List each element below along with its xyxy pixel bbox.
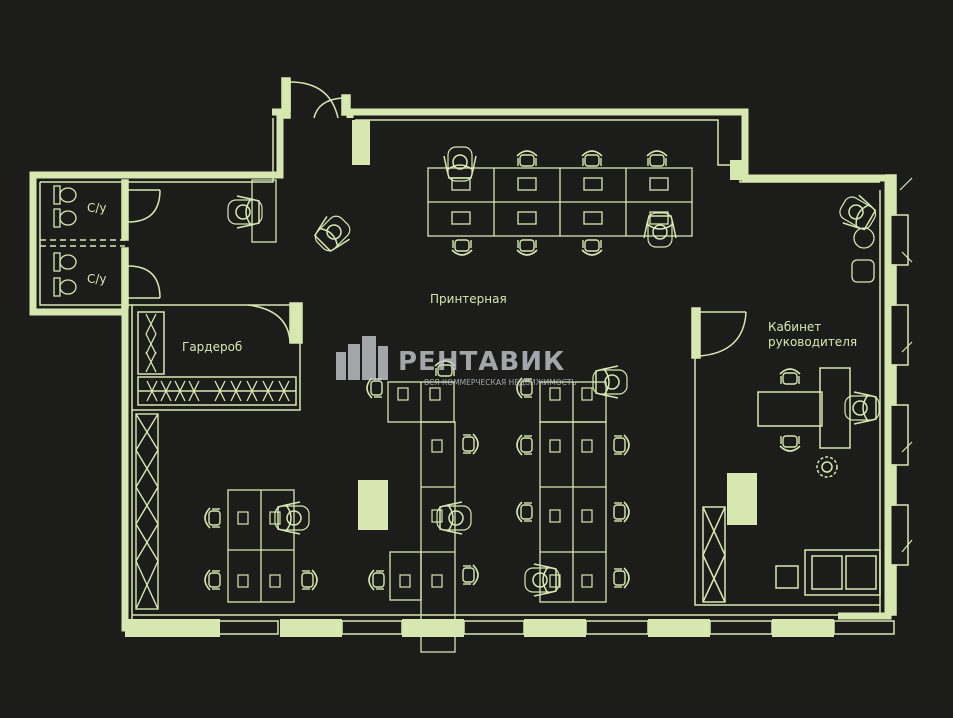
entrance-desk [227, 179, 357, 258]
wardrobe-label: Гардероб [182, 340, 242, 354]
room-labels: С/у С/у Принтерная Гардероб Кабинет руко… [87, 201, 857, 354]
monitors [237, 387, 593, 588]
left-shelving [135, 413, 159, 610]
center-chairs [204, 360, 630, 591]
director-office-label-2: руководителя [768, 335, 857, 349]
building-logo-icon [336, 336, 388, 380]
center-people [274, 365, 628, 597]
entrance [281, 77, 351, 119]
watermark: РЕНТАВИК ВСЯ КОММЕРЧЕСКАЯ НЕДВИЖИМОСТЬ [336, 336, 577, 387]
walls [29, 108, 892, 632]
center-desks [227, 381, 607, 653]
director-office-label-1: Кабинет [768, 320, 821, 334]
wc-block [40, 179, 161, 309]
watermark-brand: РЕНТАВИК [398, 347, 565, 377]
right-top-seating [834, 189, 882, 283]
director-office [691, 307, 881, 606]
top-desk-block [427, 146, 693, 256]
columns [352, 120, 757, 530]
printer-room-label: Принтерная [430, 292, 507, 306]
wardrobe-room [132, 302, 303, 411]
bottom-windows [125, 619, 895, 637]
watermark-tagline: ВСЯ КОММЕРЧЕСКАЯ НЕДВИЖИМОСТЬ [424, 378, 577, 387]
wc-label-2: С/у [87, 272, 107, 286]
right-windows [885, 174, 913, 616]
wc-label-1: С/у [87, 201, 107, 215]
